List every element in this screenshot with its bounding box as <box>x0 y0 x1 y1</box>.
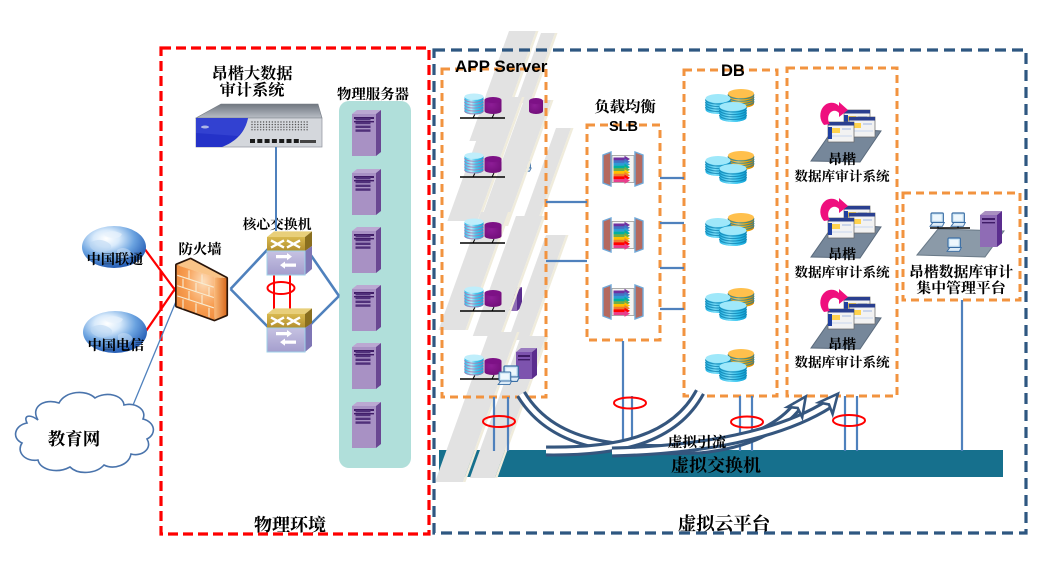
svg-text:DB: DB <box>721 62 745 80</box>
svg-text:APP Server: APP Server <box>455 57 548 76</box>
svg-text:SLB: SLB <box>609 119 638 135</box>
